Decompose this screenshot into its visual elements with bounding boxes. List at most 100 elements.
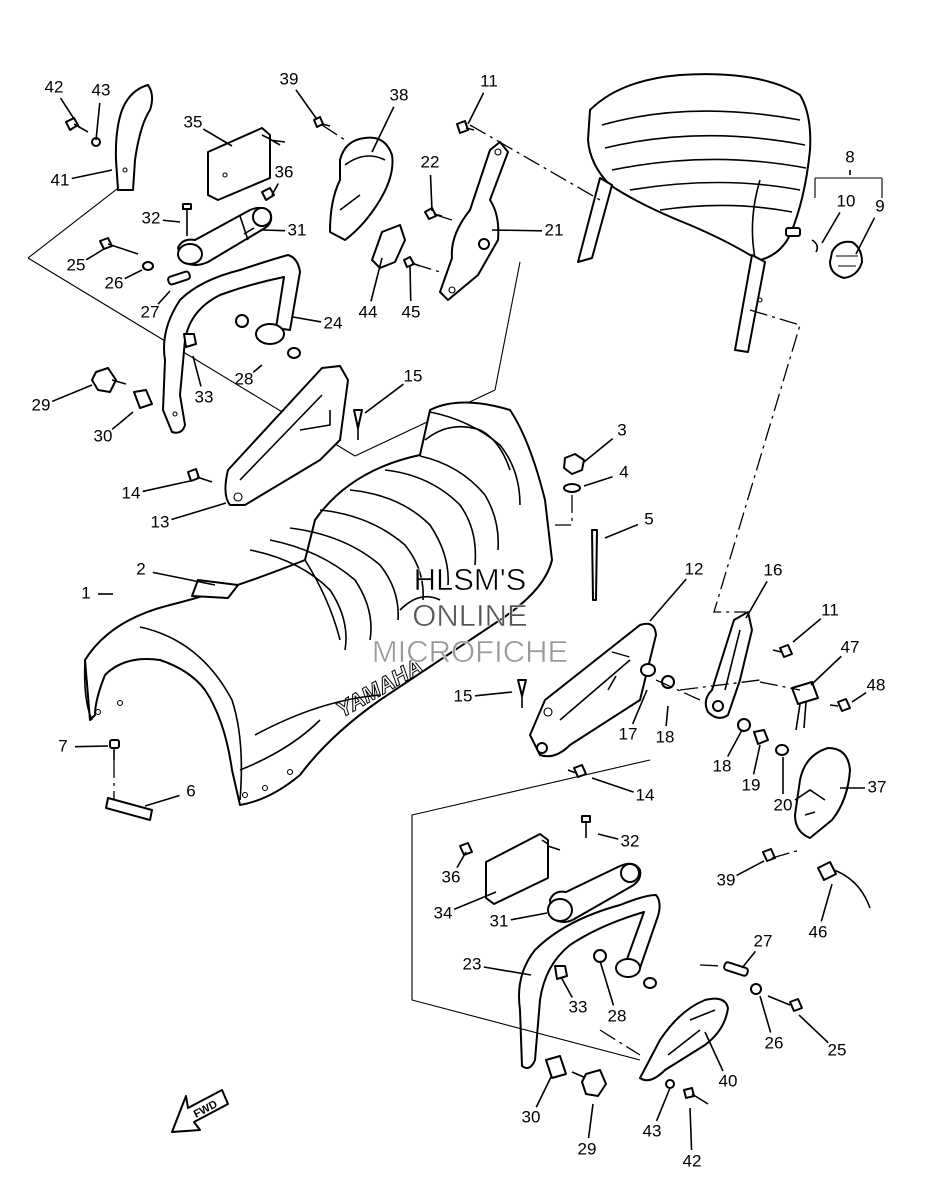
washer-18a [661, 675, 675, 689]
callout-number-18: 18 [713, 756, 732, 775]
callout-leader-10 [821, 211, 841, 244]
callout-leader-24 [292, 316, 322, 323]
callout-number-37: 37 [868, 777, 887, 796]
callout-leader-38 [371, 106, 395, 153]
knob-29-lower [571, 1069, 607, 1097]
nut-33-lower [554, 965, 568, 980]
callout-number-9: 9 [875, 196, 884, 215]
callout-number-43: 43 [643, 1121, 662, 1140]
callout-number-12: 12 [685, 559, 704, 578]
callout-leader-44 [370, 257, 383, 302]
callout-leader-11 [467, 92, 485, 125]
screw-7 [109, 739, 120, 760]
callout-leader-25 [798, 1014, 829, 1044]
callout-number-15: 15 [454, 686, 473, 705]
watermark-line2: ONLINE [412, 598, 527, 633]
callout-leader-18 [665, 705, 669, 727]
spacer-30-lower [545, 1055, 567, 1079]
callout-number-29: 29 [32, 395, 51, 414]
callout-number-18: 18 [656, 727, 675, 746]
callout-leader-39 [295, 89, 317, 119]
callout-leader-43 [655, 1087, 671, 1122]
callout-leader-26 [759, 995, 772, 1033]
bracket-8 [814, 177, 883, 198]
callout-leader-14 [142, 480, 191, 493]
callout-leader-45 [409, 265, 412, 302]
callout-leader-36 [271, 183, 279, 196]
callout-leader-5 [604, 523, 639, 539]
callout-number-31: 31 [490, 911, 509, 930]
callout-number-28: 28 [235, 369, 254, 388]
callout-number-30: 30 [94, 426, 113, 445]
callout-leader-42 [59, 97, 81, 129]
callout-leader-35 [202, 128, 233, 147]
callout-leader-42 [689, 1107, 693, 1151]
callout-number-43: 43 [92, 80, 111, 99]
frame-23 [518, 894, 661, 1069]
callout-leader-43 [95, 102, 101, 141]
washer-43-lower [665, 1079, 675, 1089]
nut-3 [563, 453, 585, 475]
assembly-lines [113, 124, 801, 1061]
callout-leader-25 [85, 248, 105, 261]
callout-leader-3 [583, 437, 614, 463]
bushing-28a [235, 314, 249, 328]
frame-24 [162, 254, 301, 434]
watermark-line1: HLSM'S [414, 562, 527, 597]
callout-leader-27 [741, 950, 757, 969]
callout-number-25: 25 [67, 255, 86, 274]
callout-leader-4 [583, 475, 613, 487]
callout-leader-11 [792, 618, 822, 643]
callout-number-23: 23 [463, 954, 482, 973]
rivet-15-upper [353, 409, 363, 440]
callout-number-16: 16 [764, 560, 783, 579]
callout-number-34: 34 [434, 903, 453, 922]
callout-number-22: 22 [421, 152, 440, 171]
callout-leader-7 [74, 745, 109, 748]
callout-leader-9 [855, 217, 876, 255]
callout-number-28: 28 [608, 1006, 627, 1025]
callout-number-11: 11 [480, 71, 498, 90]
callout-number-7: 7 [58, 736, 67, 755]
callout-number-4: 4 [619, 462, 628, 481]
callout-leader-33 [192, 355, 202, 387]
bolt-14-upper [187, 468, 213, 483]
callout-leader-32 [597, 833, 619, 840]
bolt-25 [99, 237, 139, 255]
washer-18b [737, 718, 751, 732]
callout-leader-32 [162, 219, 181, 223]
nut-20 [775, 744, 789, 756]
callout-number-6: 6 [186, 781, 195, 800]
callout-number-10: 10 [837, 191, 856, 210]
bushing-28b [287, 347, 301, 359]
callout-leader-18 [727, 729, 743, 757]
backrest-pad [577, 73, 812, 353]
connector-46 [817, 861, 871, 909]
callout-leader-15 [474, 691, 513, 697]
callout-number-35: 35 [184, 112, 203, 131]
callout-number-21: 21 [545, 220, 564, 239]
callout-leader-21 [491, 229, 543, 232]
callout-leader-48 [851, 691, 867, 703]
callout-number-38: 38 [390, 85, 409, 104]
rivet-15-lower [517, 679, 527, 708]
callout-leader-28 [599, 960, 615, 1006]
callout-leader-39 [736, 860, 765, 877]
pivot-31 [177, 206, 273, 266]
callout-number-24: 24 [324, 313, 343, 332]
washer-4 [563, 483, 581, 493]
pin-5 [591, 529, 598, 601]
pivot-31-lower [547, 862, 642, 923]
bushing-28d [643, 977, 657, 989]
callout-number-8: 8 [845, 147, 854, 166]
callout-number-27: 27 [754, 931, 773, 950]
bracket-38 [329, 136, 394, 241]
callout-leader-17 [631, 689, 648, 725]
callout-leader-41 [71, 169, 113, 180]
callout-leader-31 [510, 912, 548, 921]
callout-number-14: 14 [122, 483, 141, 502]
callout-number-30: 30 [522, 1107, 541, 1126]
callout-number-36: 36 [275, 162, 294, 181]
nut-19 [753, 729, 769, 745]
